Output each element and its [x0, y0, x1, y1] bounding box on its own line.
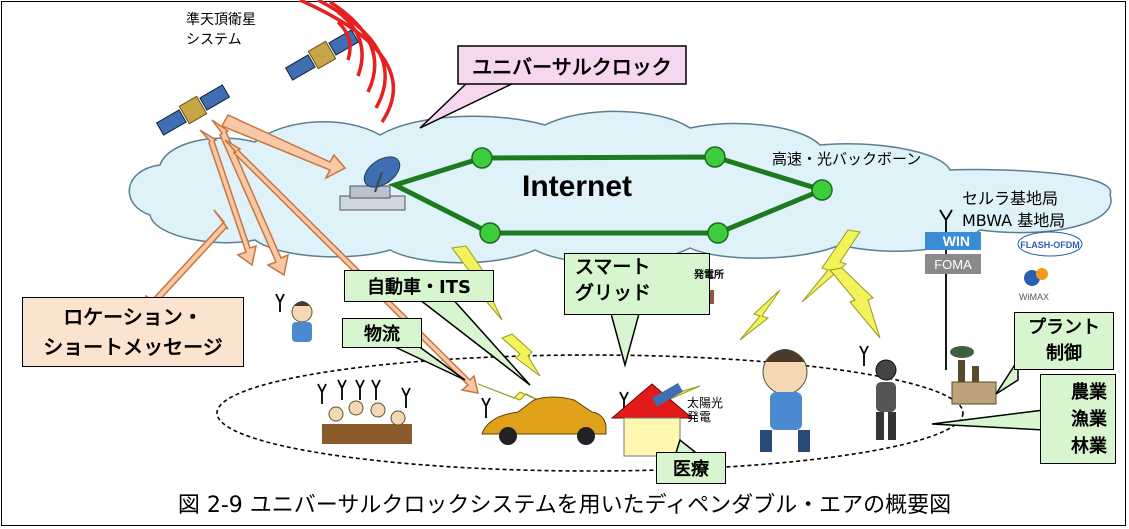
plant-control-box: プラント 制御: [1014, 312, 1114, 370]
satellite-system-label: 準天頂衛星 システム: [186, 12, 256, 48]
network-node: [479, 222, 501, 244]
universal-clock-label: ユニバーサルクロック: [472, 54, 672, 79]
figure-caption: 図 2-9 ユニバーサルクロックシステムを用いたディペンダブル・エアの概要図: [177, 493, 952, 518]
network-node: [707, 222, 729, 244]
smart-grid-box: スマート グリッド: [564, 253, 710, 315]
ground-zone-ellipse: [216, 354, 964, 472]
signal-waves: [299, 0, 396, 123]
network-node: [811, 179, 833, 201]
person-icon: [291, 301, 313, 342]
internet-network: [388, 146, 833, 244]
house-icon: [610, 383, 694, 457]
win-logo: WIN: [925, 232, 981, 250]
factory-icon: [950, 346, 997, 405]
runner-person-icon: [760, 349, 810, 452]
power-plant-label: 発電所: [694, 270, 724, 281]
medical-label-box: 医療: [656, 452, 726, 484]
svg-text:WIN: WIN: [943, 233, 970, 249]
robot-icon: [875, 359, 897, 440]
satellite-icon: [155, 84, 231, 136]
svg-text:FOMA: FOMA: [934, 257, 972, 272]
flash-ofdm-logo: FLASH-OFDM: [1017, 231, 1083, 257]
logistics-label-box: 物流: [342, 318, 422, 348]
car-icon: [481, 396, 607, 445]
internet-label: Internet: [522, 170, 633, 203]
location-message-box: ロケーション・ ショートメッセージ: [22, 297, 244, 367]
foma-logo: FOMA: [925, 254, 981, 274]
primary-industry-callout: [931, 409, 1045, 431]
smart-grid-callout: [609, 309, 641, 368]
svg-text:FLASH-OFDM: FLASH-OFDM: [1020, 240, 1080, 250]
backbone-label: 高速・光バックボーン: [772, 150, 922, 168]
primary-industry-box: 農業 漁業 林業: [1040, 374, 1116, 464]
wimax-logo: WiMAX: [1019, 268, 1049, 302]
antenna-icons: [275, 209, 953, 418]
solar-power-label: 太陽光 発電: [687, 396, 724, 424]
network-node: [471, 147, 493, 169]
ground-station-icon: [339, 156, 406, 211]
network-node: [704, 146, 726, 168]
base-station-label: セルラ基地局 MBWA 基地局: [962, 189, 1066, 230]
meeting-people-icon: [322, 400, 412, 444]
satellite-icon: [284, 29, 360, 81]
svg-text:WiMAX: WiMAX: [1019, 292, 1049, 302]
its-label-box: 自動車・ITS: [344, 270, 494, 302]
universal-clock-callout: [419, 45, 687, 129]
plant-control-callout: [995, 357, 1019, 395]
